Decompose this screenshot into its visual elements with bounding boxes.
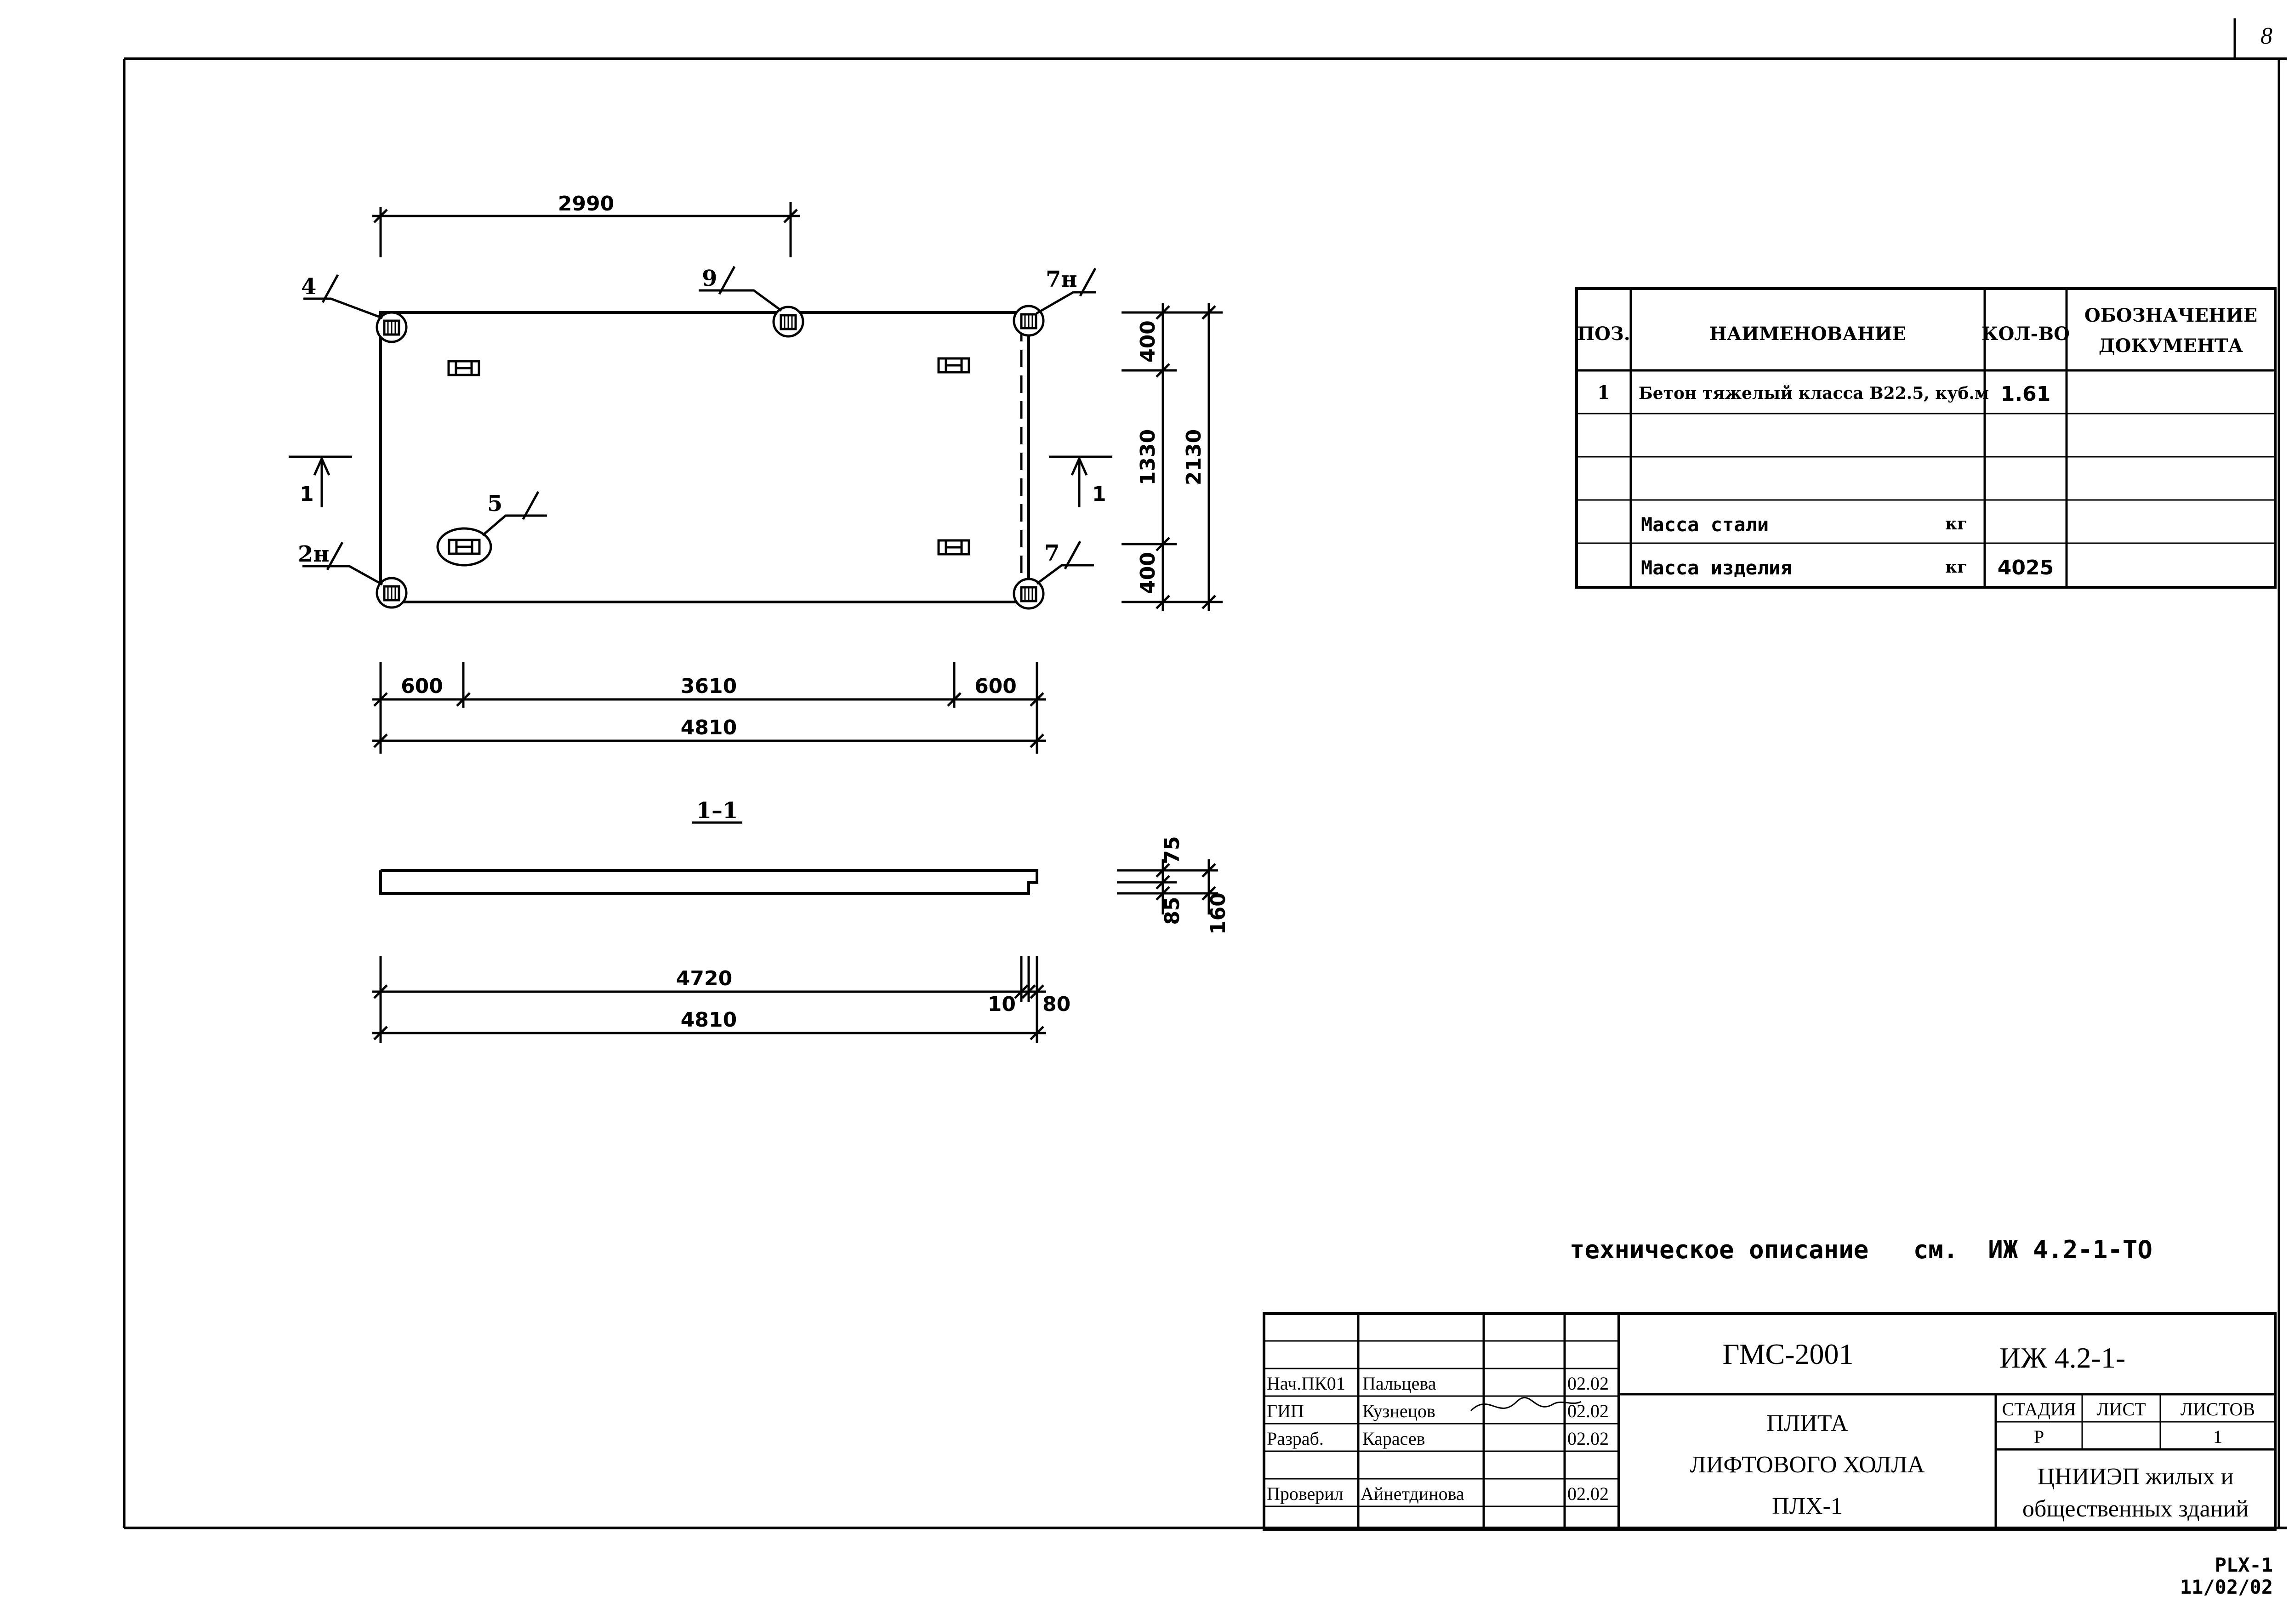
lifting-loop-7 bbox=[1013, 578, 1045, 610]
slab-outline bbox=[379, 311, 1030, 603]
tb-sheets-value: 1 bbox=[2213, 1426, 2222, 1447]
sheet-number: 8 bbox=[2261, 23, 2272, 49]
dim-line-top bbox=[372, 202, 800, 257]
tb-date-1: 02.02 bbox=[1567, 1373, 1609, 1394]
tb-role-5: Проверил bbox=[1267, 1483, 1344, 1504]
spec-row-1-name: Бетон тяжелый класса В22.5, куб.м bbox=[1639, 384, 1989, 403]
spec-row-mass-product-unit: кг bbox=[1945, 557, 1967, 577]
title-block: Нач.ПК01 Пальцева 02.02 ГИП Кузнецов 02.… bbox=[1263, 1312, 2277, 1531]
spec-header-doc-1: ОБОЗНАЧЕНИЕ bbox=[2084, 305, 2257, 326]
spec-header-qty: КОЛ-ВО bbox=[1982, 323, 2070, 345]
dim-right-total: 2130 bbox=[1182, 429, 1206, 485]
lifting-loop-2n bbox=[376, 577, 408, 609]
tb-name-3: Карасев bbox=[1362, 1428, 1425, 1449]
spec-row-mass-steel-unit: кг bbox=[1945, 514, 1967, 534]
tb-date-3: 02.02 bbox=[1567, 1428, 1609, 1449]
section-marker-left-label: 1 bbox=[300, 483, 314, 506]
section-marker-left bbox=[289, 455, 352, 507]
spec-row-mass-product-qty: 4025 bbox=[1998, 556, 2054, 579]
tech-description-note: техническое описание см. ИЖ 4.2-1-ТО bbox=[1570, 1235, 2152, 1264]
tb-sheet-label: ЛИСТ bbox=[2096, 1399, 2146, 1420]
tb-project: ГМС-2001 bbox=[1722, 1338, 1853, 1370]
section-profile bbox=[379, 869, 1038, 895]
callout-7: 7 bbox=[1044, 540, 1059, 566]
tb-sheets-label: ЛИСТОВ bbox=[2181, 1399, 2255, 1420]
tb-name-1: Пальцева bbox=[1362, 1373, 1436, 1394]
embedded-plate bbox=[447, 360, 480, 376]
dim-85: 85 bbox=[1161, 897, 1184, 925]
dim-right-400-bottom: 400 bbox=[1136, 552, 1160, 594]
tb-org-line1: ЦНИИЭП жилых и bbox=[2038, 1464, 2234, 1490]
spec-row-1-qty: 1.61 bbox=[2001, 382, 2051, 406]
dim-4720: 4720 bbox=[676, 967, 732, 990]
tb-role-1: Нач.ПК01 bbox=[1267, 1373, 1345, 1394]
embedded-plate bbox=[937, 539, 970, 556]
dim-right-1330: 1330 bbox=[1136, 429, 1160, 485]
spec-row-mass-product: Масса изделия bbox=[1641, 556, 1792, 579]
dim-lines-thickness bbox=[1117, 859, 1218, 914]
spec-header-pos: ПОЗ. bbox=[1577, 323, 1630, 345]
dim-10: 10 bbox=[988, 993, 1016, 1016]
tb-name-2: Кузнецов bbox=[1362, 1401, 1435, 1421]
spec-row-mass-steel: Масса стали bbox=[1641, 513, 1769, 536]
callout-4: 4 bbox=[301, 274, 316, 300]
footer-line1: PLX-1 bbox=[2215, 1554, 2273, 1576]
footer-line2: 11/02/02 bbox=[2180, 1576, 2273, 1598]
tb-name-line3: ПЛХ-1 bbox=[1772, 1493, 1843, 1519]
section-title: 1–1 bbox=[696, 798, 738, 823]
tb-stage-label: СТАДИЯ bbox=[2002, 1399, 2076, 1420]
dim-bottom-total: 4810 bbox=[681, 716, 737, 739]
tb-stage-value: Р bbox=[2034, 1426, 2044, 1447]
lifting-loop-4 bbox=[376, 311, 408, 343]
callout-5: 5 bbox=[487, 491, 502, 517]
tb-role-2: ГИП bbox=[1267, 1401, 1304, 1421]
callout-leaders bbox=[302, 266, 1097, 586]
lifting-loop-9 bbox=[772, 306, 804, 338]
spec-table: ПОЗ. НАИМЕНОВАНИЕ КОЛ-ВО ОБОЗНАЧЕНИЕ ДОК… bbox=[1575, 287, 2277, 589]
dim-4810-section: 4810 bbox=[681, 1008, 737, 1032]
tb-date-2: 02.02 bbox=[1567, 1401, 1609, 1421]
spec-header-name: НАИМЕНОВАНИЕ bbox=[1709, 323, 1906, 345]
dim-lines-bottom bbox=[372, 662, 1046, 754]
callout-2n: 2н bbox=[298, 541, 330, 567]
callout-7n: 7н bbox=[1046, 267, 1077, 292]
tb-org-line2: общественных зданий bbox=[2022, 1496, 2249, 1522]
section-view: 1–1 75 85 160 4720 1 bbox=[372, 798, 1230, 1043]
spec-header-doc-2: ДОКУМЕНТА bbox=[2099, 335, 2243, 357]
section-marker-right-label: 1 bbox=[1092, 483, 1106, 506]
dim-lines-right bbox=[1122, 303, 1223, 611]
tb-name-line2: ЛИФТОВОГО ХОЛЛА bbox=[1690, 1452, 1925, 1478]
spec-row-1-pos: 1 bbox=[1597, 382, 1610, 403]
dim-75: 75 bbox=[1161, 836, 1184, 864]
dim-160: 160 bbox=[1207, 892, 1230, 935]
tb-code: ИЖ 4.2-1- bbox=[1999, 1341, 2125, 1374]
dim-bottom-600-right: 600 bbox=[974, 675, 1017, 698]
dim-80: 80 bbox=[1042, 993, 1070, 1016]
tb-name-line1: ПЛИТА bbox=[1766, 1410, 1848, 1437]
dim-right-400-top: 400 bbox=[1136, 320, 1160, 363]
dim-bottom-600-left: 600 bbox=[401, 675, 443, 698]
dim-top: 2990 bbox=[558, 192, 614, 216]
callout-9: 9 bbox=[702, 266, 717, 291]
tb-date-5: 02.02 bbox=[1567, 1483, 1609, 1504]
embedded-plate-5 bbox=[436, 527, 492, 567]
lifting-loop-7n bbox=[1013, 305, 1045, 337]
tb-name-5: Айнетдинова bbox=[1361, 1483, 1464, 1504]
plan-view: 4 9 7н 5 2н 7 1 1 2990 bbox=[289, 192, 1223, 754]
signature-scribble bbox=[1470, 1397, 1582, 1412]
section-marker-right bbox=[1049, 455, 1112, 507]
sheet-frame bbox=[123, 18, 2287, 1529]
dim-lines-section-bottom bbox=[372, 956, 1046, 1043]
tb-role-3: Разраб. bbox=[1267, 1428, 1324, 1449]
dim-bottom-3610: 3610 bbox=[681, 675, 737, 698]
embedded-plate bbox=[937, 357, 970, 374]
